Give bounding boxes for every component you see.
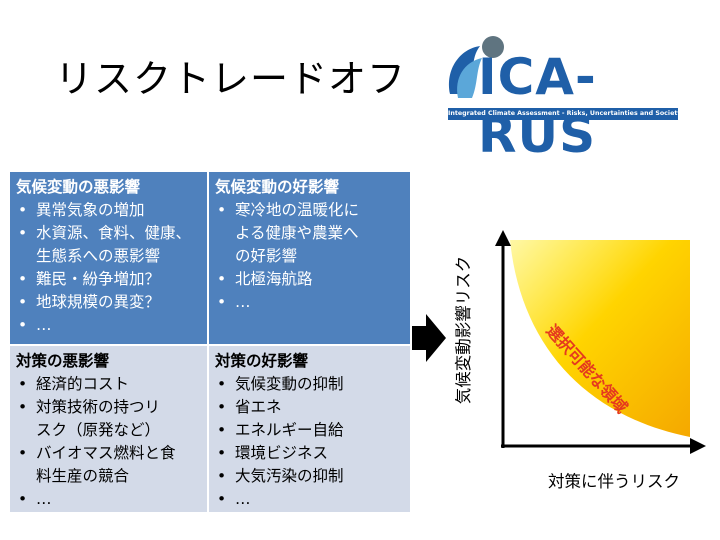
cell-heading: 気候変動の悪影響 [16, 178, 141, 196]
list-item: バイオマス燃料と食 [16, 442, 201, 465]
list-item: 難民・紛争増加？ [16, 268, 201, 291]
y-axis-arrowhead [495, 230, 511, 246]
logo-subtitle: Integrated Climate Assessment - Risks, U… [448, 108, 678, 120]
cell-heading: 対策の悪影響 [16, 352, 110, 370]
y-axis-label: 気候変動影響リスク [454, 255, 473, 405]
measures-negative-cell: 対策の悪影響 経済的コスト 対策技術の持つリ スク（原発など） バイオマス燃料と… [10, 346, 207, 512]
cell-heading: 気候変動の好影響 [215, 178, 340, 196]
list-item: … [215, 291, 404, 314]
list-item: … [16, 488, 201, 511]
list-item: … [215, 488, 404, 511]
list-item: 寒冷地の温暖化に [215, 199, 404, 222]
list-item: 気候変動の抑制 [215, 373, 404, 396]
list-item: … [16, 314, 201, 337]
list-item-continued: スク（原発など） [36, 421, 161, 439]
list-item-continued: よる健康や農業へ [235, 224, 359, 242]
page-title: リスクトレードオフ [55, 57, 407, 101]
climate-negative-cell: 気候変動の悪影響 異常気象の増加 水資源、食料、健康、 生態系への悪影響 難民・… [10, 172, 207, 344]
logo-emblem-icon [449, 46, 482, 98]
globe-icon [482, 36, 504, 58]
list-item: エネルギー自給 [215, 419, 404, 442]
list-item-continued: の好影響 [235, 247, 298, 265]
list-item-continued: 料生産の競合 [36, 467, 130, 485]
cell-heading: 対策の好影響 [215, 352, 309, 370]
list-item: 対策技術の持つリ [16, 396, 201, 419]
list-item-continued: 生態系への悪影響 [36, 247, 161, 265]
measures-positive-cell: 対策の好影響 気候変動の抑制 省エネ エネルギー自給 環境ビジネス 大気汚染の抑… [209, 346, 410, 512]
list-item: 地球規模の異変？ [16, 291, 201, 314]
list-item: 経済的コスト [16, 373, 201, 396]
x-axis-label: 対策に伴うリスク [548, 472, 680, 491]
climate-positive-cell: 気候変動の好影響 寒冷地の温暖化に よる健康や農業へ の好影響 北極海航路 … [209, 172, 410, 344]
ica-rus-logo: ICA-RUS Integrated Climate Assessment - … [440, 34, 680, 164]
x-axis-arrowhead [690, 438, 706, 454]
impact-table: 気候変動の悪影響 異常気象の増加 水資源、食料、健康、 生態系への悪影響 難民・… [10, 172, 410, 512]
list-item: 大気汚染の抑制 [215, 465, 404, 488]
right-arrow-icon [412, 314, 446, 362]
list-item: 北極海航路 [215, 268, 404, 291]
tradeoff-diagram [495, 230, 706, 454]
list-item: 環境ビジネス [215, 442, 404, 465]
list-item: 省エネ [215, 396, 404, 419]
list-item: 水資源、食料、健康、 [16, 222, 201, 245]
list-item: 異常気象の増加 [16, 199, 201, 222]
selectable-region [510, 240, 690, 437]
logo-wordmark: ICA-RUS [478, 48, 597, 164]
